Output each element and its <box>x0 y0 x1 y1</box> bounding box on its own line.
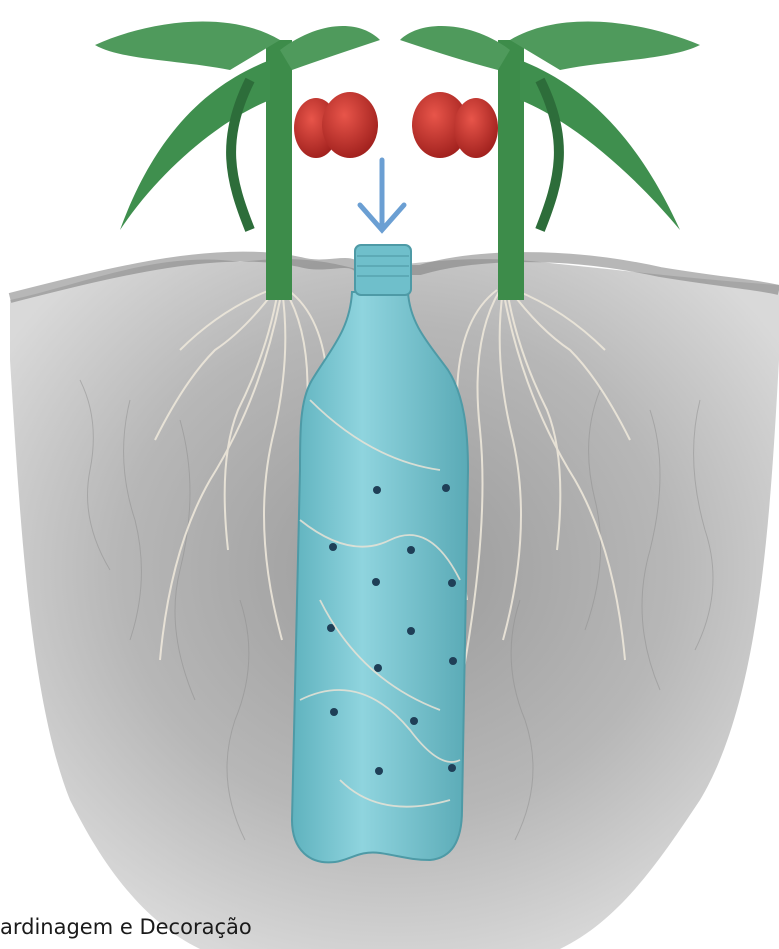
bottle-cap-neck <box>355 245 411 295</box>
bottle-body <box>292 292 468 862</box>
down-arrow-icon <box>360 160 404 230</box>
watermark-caption: ardinagem e Decoração <box>0 917 252 938</box>
